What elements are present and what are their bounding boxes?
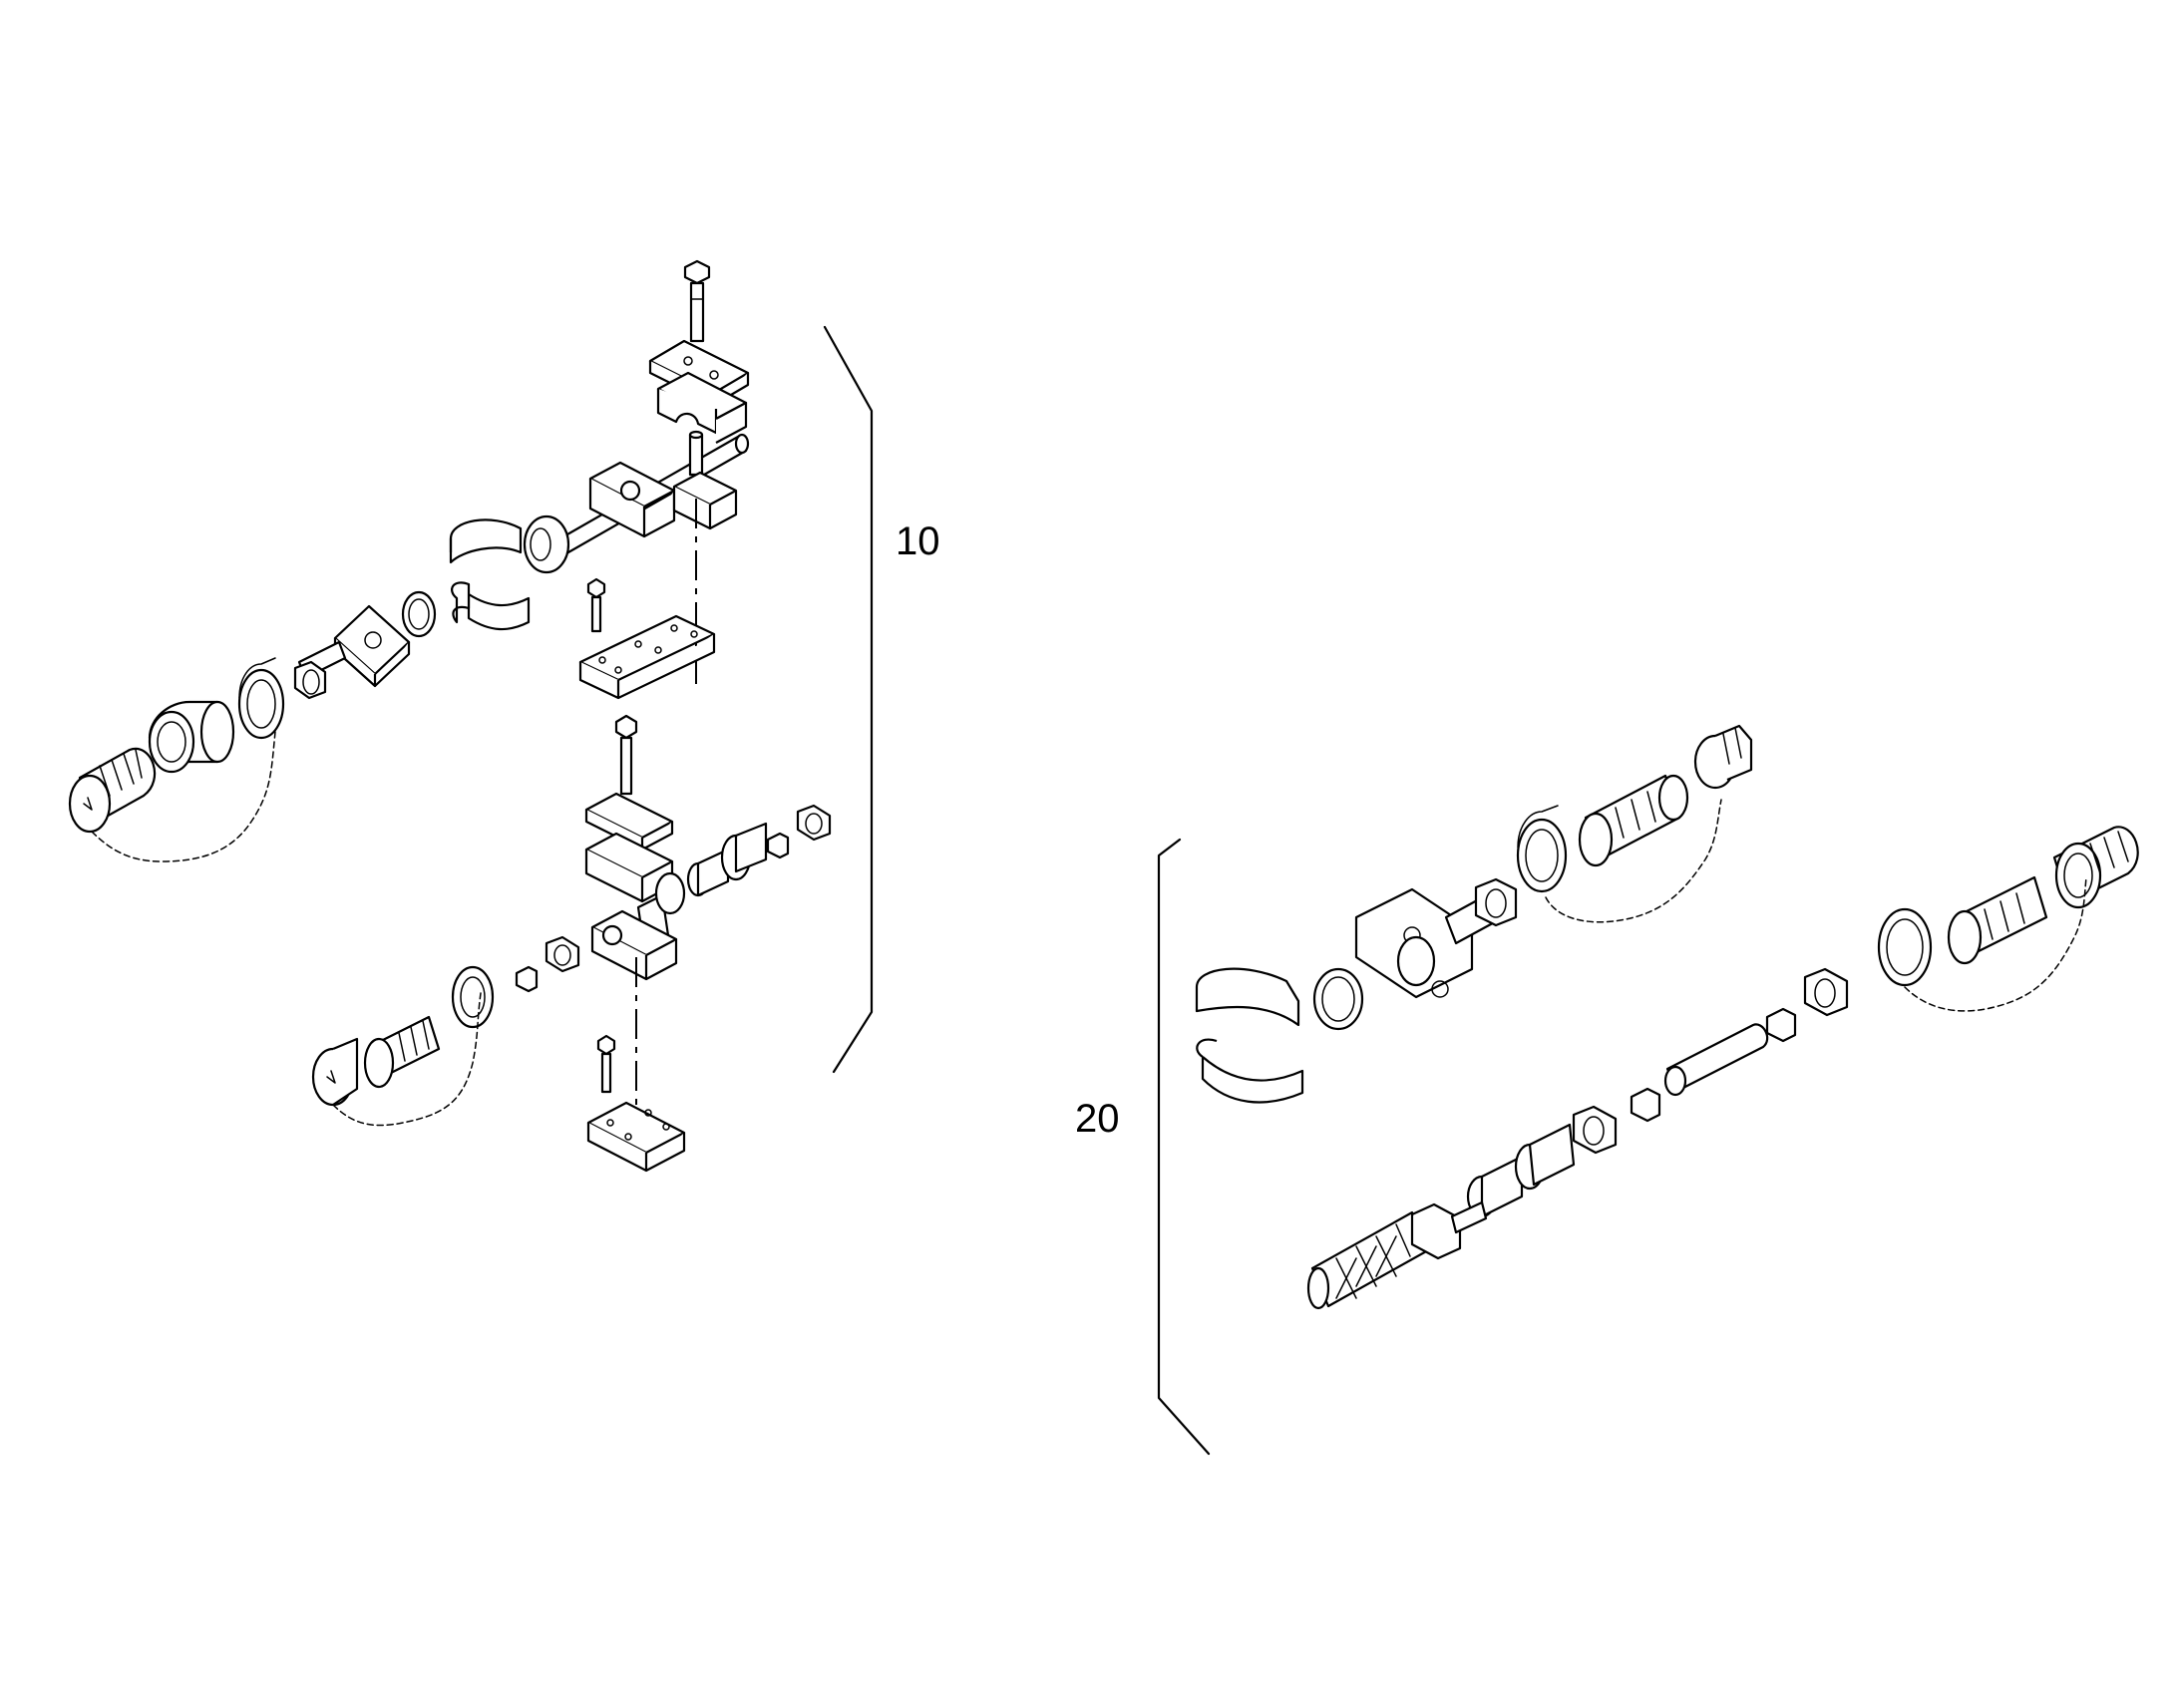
dust-cap-icon [68,747,157,834]
nut-icon [1474,877,1518,927]
cone-icon [766,832,790,859]
swivel-clip-icon [1516,805,1568,893]
cone-icon [1630,1087,1661,1123]
dust-cap-icon [1693,724,1753,790]
chain-icon [91,731,276,862]
connector-icon [1466,1123,1576,1218]
cone-icon [515,965,539,993]
flange-adapter-icon [1354,887,1502,999]
callout-20: 20 [1075,1097,1120,1141]
hose-icon [1306,1200,1488,1310]
nut-icon [796,804,832,842]
quick-coupler-icon [148,700,235,774]
swivel-clip-icon [451,965,495,1029]
split-flange-icon [1195,967,1304,1104]
bolt-icon [586,577,606,633]
clamp-half-icon [656,371,748,444]
nut-icon [293,660,327,700]
quick-coupler-icon [1947,875,2048,965]
chain-icon [332,992,482,1127]
o-ring-icon [401,590,437,638]
chain-icon [1545,799,1722,923]
split-flange-icon [449,518,531,631]
nut-icon [545,935,580,973]
nut-icon [1572,1105,1618,1155]
ring-icon [523,514,570,574]
connector-icon [686,822,768,897]
bolt-icon [683,259,711,343]
quick-coupler-icon [1578,774,1689,867]
callout-10: 10 [896,519,940,563]
bracket-group-20 [1157,838,1211,1456]
base-plate-icon [586,1101,686,1173]
base-plate-icon [578,614,716,700]
tube-icon [1663,1023,1769,1097]
o-ring-icon [1312,967,1364,1031]
clamp-block-icon [590,909,678,981]
dust-cap-icon [311,1037,359,1107]
bracket-group-10 [823,325,874,1074]
bolt-icon [596,1034,616,1094]
swivel-clip-icon [1877,907,1933,987]
chain-icon [1904,876,2087,1012]
clamp-block-icon [588,461,738,538]
swivel-clip-icon [237,657,285,740]
pin-icon [688,430,704,477]
dust-cap-icon [2052,826,2139,909]
bolt-icon [614,714,638,796]
cone-icon [1765,1007,1797,1043]
quick-coupler-icon [363,1015,441,1089]
clamp-half-icon [584,832,674,903]
nut-icon [1803,967,1849,1017]
